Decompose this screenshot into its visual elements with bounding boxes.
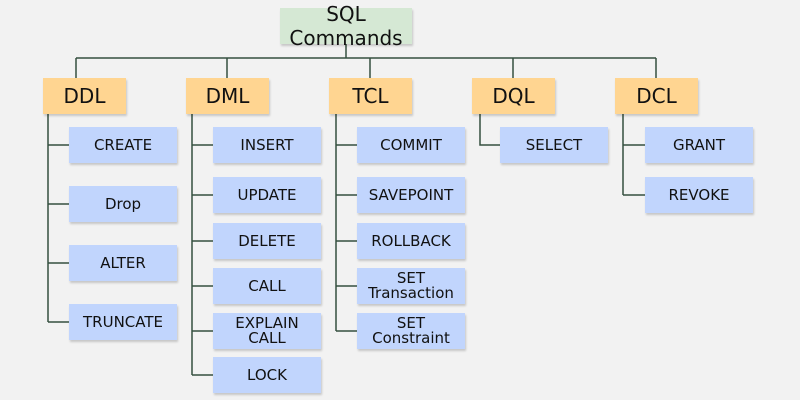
dml-insert: INSERT bbox=[213, 127, 321, 163]
dcl-grant: GRANT bbox=[645, 127, 753, 163]
tcl-savepoint: SAVEPOINT bbox=[357, 177, 465, 213]
ddl-alter: ALTER bbox=[69, 245, 177, 281]
category-dml: DML bbox=[186, 78, 269, 114]
dml-explain-call-line1: EXPLAIN bbox=[235, 314, 299, 332]
dml-lock: LOCK bbox=[213, 357, 321, 393]
root-node-sql-commands: SQL Commands bbox=[280, 2, 412, 50]
dml-call: CALL bbox=[213, 268, 321, 304]
category-ddl: DDL bbox=[43, 78, 126, 114]
category-tcl: TCL bbox=[329, 78, 412, 114]
tcl-commit: COMMIT bbox=[357, 127, 465, 163]
tcl-rollback: ROLLBACK bbox=[357, 223, 465, 259]
ddl-truncate: TRUNCATE bbox=[69, 304, 177, 340]
dql-select: SELECT bbox=[500, 127, 608, 163]
tcl-set-transaction: SET Transaction bbox=[357, 268, 465, 304]
ddl-drop: Drop bbox=[69, 186, 177, 222]
tcl-set-constraint-line1: SET bbox=[396, 314, 426, 332]
dml-delete: DELETE bbox=[213, 223, 321, 259]
category-dql: DQL bbox=[472, 78, 555, 114]
dml-update: UPDATE bbox=[213, 177, 321, 213]
tcl-set-transaction-line1: SET bbox=[396, 269, 426, 287]
dcl-revoke: REVOKE bbox=[645, 177, 753, 213]
tcl-set-constraint: SET Constraint bbox=[357, 313, 465, 349]
tcl-set-transaction-line2: Transaction bbox=[368, 284, 454, 302]
tcl-set-constraint-line2: Constraint bbox=[372, 329, 450, 347]
ddl-create: CREATE bbox=[69, 127, 177, 163]
dml-explain-call-line2: CALL bbox=[248, 329, 286, 347]
category-dcl: DCL bbox=[615, 78, 698, 114]
dml-explain-call: EXPLAIN CALL bbox=[213, 313, 321, 349]
